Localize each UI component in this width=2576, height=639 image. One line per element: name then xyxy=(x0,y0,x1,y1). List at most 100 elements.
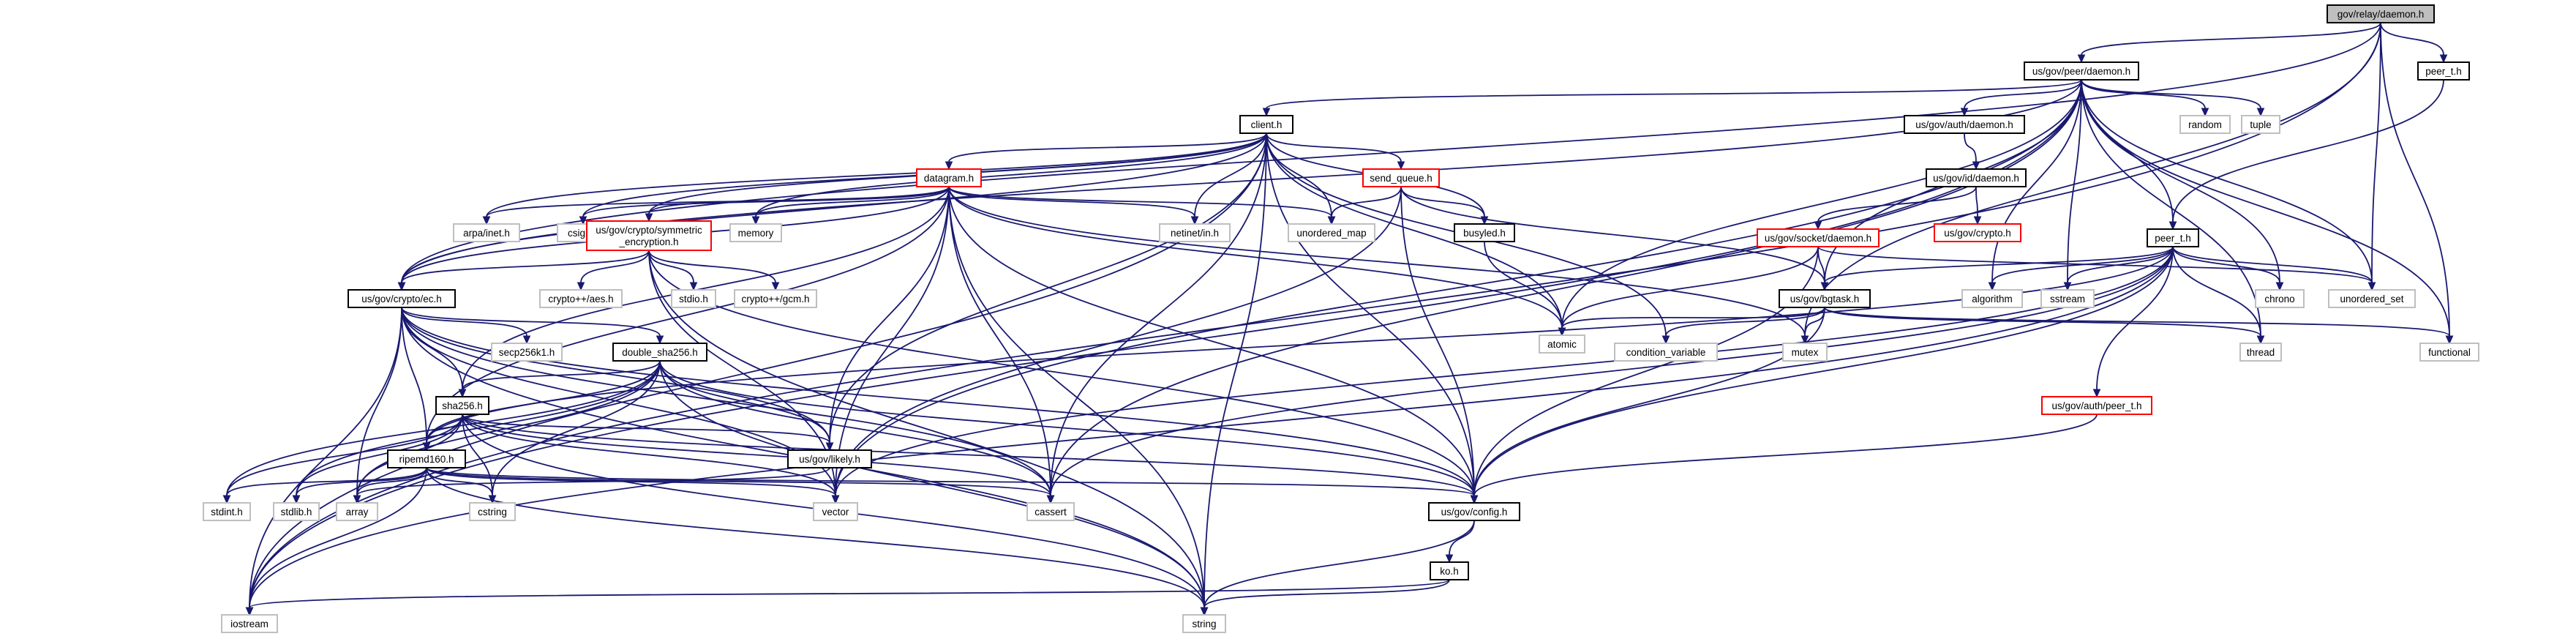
node-cryptopp-gcm[interactable]: crypto++/gcm.h xyxy=(734,289,817,308)
edge-send_queue-to-busyled xyxy=(1400,186,1489,225)
node-label: sha256.h xyxy=(442,400,483,411)
node-crypto-ec[interactable]: us/gov/crypto/ec.h xyxy=(348,289,456,308)
node-label: algorithm xyxy=(1972,294,2013,304)
edge-client-to-datagram xyxy=(945,132,1267,171)
node-atomic[interactable]: atomic xyxy=(1539,335,1585,354)
node-memory[interactable]: memory xyxy=(729,223,782,242)
node-label: array xyxy=(346,507,369,517)
node-send-queue[interactable]: send_queue.h xyxy=(1362,168,1440,187)
node-thread[interactable]: thread xyxy=(2239,343,2282,362)
node-double-sha[interactable]: double_sha256.h xyxy=(612,343,707,362)
edge-crypto_ec-to-iostream xyxy=(245,307,402,616)
node-unordered-set[interactable]: unordered_set xyxy=(2328,289,2416,308)
edge-sym_enc-to-cryptopp_gcm xyxy=(648,250,780,291)
node-label: stdint.h xyxy=(211,507,243,517)
edge-sha256-to-cassert xyxy=(462,414,1055,504)
node-label: ripemd160.h xyxy=(399,454,454,465)
node-label: unordered_set xyxy=(2340,294,2403,304)
edge-peer_daemon-to-client xyxy=(1262,79,2082,117)
node-unordered-map[interactable]: unordered_map xyxy=(1288,223,1375,242)
node-random[interactable]: random xyxy=(2179,115,2231,134)
edge-auth_peer_t-to-config xyxy=(1470,414,2098,504)
node-label: us/gov/socket/daemon.h xyxy=(1765,233,1871,244)
edge-sym_enc-to-stdio xyxy=(648,250,698,291)
node-label: busyled.h xyxy=(1463,228,1506,239)
edge-ripemd-to-cassert xyxy=(426,467,1055,504)
edge-ripemd-to-stdint xyxy=(222,467,427,504)
node-label: unordered_map xyxy=(1296,228,1366,239)
node-id-daemon[interactable]: us/gov/id/daemon.h xyxy=(1926,168,2027,187)
node-ripemd[interactable]: ripemd160.h xyxy=(387,449,466,468)
node-label: crypto++/aes.h xyxy=(548,294,613,304)
edge-peer_daemon-to-tuple xyxy=(2081,79,2265,117)
edge-ko-to-string xyxy=(1200,579,1450,616)
node-label: us/gov/likely.h xyxy=(799,454,860,465)
node-socket-daemon[interactable]: us/gov/socket/daemon.h xyxy=(1757,228,1880,247)
node-cassert[interactable]: cassert xyxy=(1026,502,1075,521)
node-auth-daemon[interactable]: us/gov/auth/daemon.h xyxy=(1904,115,2025,134)
edge-sym_enc-to-cryptopp_aes xyxy=(577,250,650,291)
node-stdlib[interactable]: stdlib.h xyxy=(273,502,320,521)
node-peer-t-top[interactable]: peer_t.h xyxy=(2417,61,2470,81)
node-cryptopp-aes[interactable]: crypto++/aes.h xyxy=(539,289,623,308)
node-sha256[interactable]: sha256.h xyxy=(435,396,489,415)
edge-ko-to-iostream xyxy=(245,579,1450,616)
edge-peer_t-to-cassert xyxy=(1046,246,2174,504)
edge-ripemd-to-iostream xyxy=(245,467,427,616)
node-cond-var[interactable]: condition_variable xyxy=(1614,343,1718,362)
node-root: gov/relay/daemon.h xyxy=(2327,4,2435,23)
edge-peer_t-to-thread xyxy=(2172,246,2265,345)
node-algorithm[interactable]: algorithm xyxy=(1961,289,2023,308)
edge-root-to-iostream xyxy=(245,22,2381,616)
node-label: tuple xyxy=(2250,119,2271,130)
node-auth-peer-t[interactable]: us/gov/auth/peer_t.h xyxy=(2041,396,2152,415)
node-datagram[interactable]: datagram.h xyxy=(916,168,982,187)
node-bgtask[interactable]: us/gov/bgtask.h xyxy=(1779,289,1871,308)
node-label: sstream xyxy=(2050,294,2085,304)
node-client[interactable]: client.h xyxy=(1239,115,1293,134)
node-peer-daemon[interactable]: us/gov/peer/daemon.h xyxy=(2024,61,2139,81)
node-label: gov/relay/daemon.h xyxy=(2337,9,2425,20)
edge-datagram-to-memory xyxy=(751,186,950,225)
node-stdio[interactable]: stdio.h xyxy=(671,289,716,308)
node-peer-t[interactable]: peer_t.h xyxy=(2147,228,2199,247)
edge-sha256-to-vector xyxy=(462,414,840,504)
edge-sym_enc-to-crypto_ec xyxy=(397,250,650,291)
node-label: us/gov/auth/peer_t.h xyxy=(2051,400,2141,411)
edge-peer_daemon-to-peer_t xyxy=(2081,79,2177,231)
node-string[interactable]: string xyxy=(1182,614,1226,633)
node-busyled[interactable]: busyled.h xyxy=(1454,223,1515,242)
node-likely[interactable]: us/gov/likely.h xyxy=(787,449,872,468)
node-gov-crypto[interactable]: us/gov/crypto.h xyxy=(1934,223,2021,242)
node-vector[interactable]: vector xyxy=(813,502,858,521)
edge-peer_t-to-chrono xyxy=(2172,246,2284,291)
node-tuple[interactable]: tuple xyxy=(2241,115,2280,134)
edge-client-to-cassert xyxy=(1046,132,1267,504)
node-label: condition_variable xyxy=(1626,347,1706,358)
node-array[interactable]: array xyxy=(336,502,378,521)
node-netinet[interactable]: netinet/in.h xyxy=(1159,223,1231,242)
node-label: us/gov/bgtask.h xyxy=(1790,294,1860,304)
node-arpa-inet[interactable]: arpa/inet.h xyxy=(453,223,520,242)
node-chrono[interactable]: chrono xyxy=(2255,289,2305,308)
node-secp256k1[interactable]: secp256k1.h xyxy=(491,343,563,362)
node-stdint[interactable]: stdint.h xyxy=(203,502,251,521)
node-sstream[interactable]: sstream xyxy=(2040,289,2095,308)
node-mutex[interactable]: mutex xyxy=(1782,343,1828,362)
node-ko[interactable]: ko.h xyxy=(1430,561,1469,580)
edge-peer_t-to-auth_peer_t xyxy=(2092,246,2174,398)
node-config[interactable]: us/gov/config.h xyxy=(1428,502,1520,521)
node-iostream[interactable]: iostream xyxy=(221,614,278,633)
node-label: us/gov/crypto.h xyxy=(1944,228,2011,239)
node-sym-enc[interactable]: us/gov/crypto/symmetric_encryption.h xyxy=(586,220,712,251)
edge-double_sha-to-sha256 xyxy=(458,360,661,398)
node-functional[interactable]: functional xyxy=(2419,343,2479,362)
edge-client-to-netinet xyxy=(1190,132,1267,225)
node-cstring[interactable]: cstring xyxy=(469,502,516,521)
node-label: client.h xyxy=(1251,119,1283,130)
node-label: random xyxy=(2188,119,2222,130)
edge-root-to-peer_daemon xyxy=(2077,22,2381,64)
edges-layer xyxy=(222,22,2454,616)
node-label: us/gov/config.h xyxy=(1441,507,1508,517)
